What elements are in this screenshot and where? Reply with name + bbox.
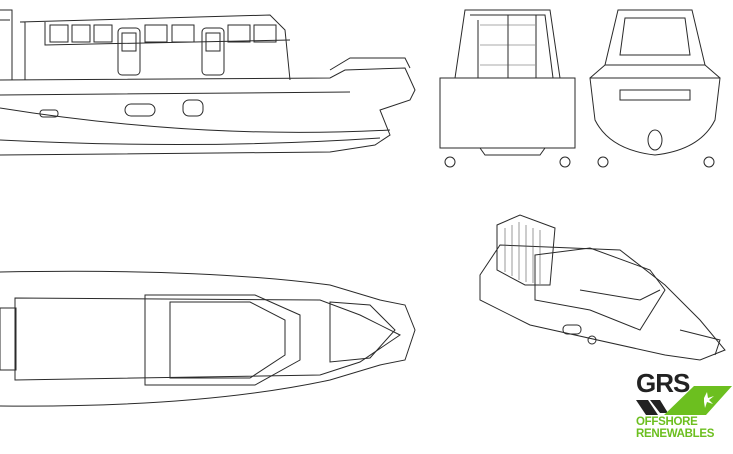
logo-line1: OFFSHORE — [636, 416, 698, 428]
isometric-view — [479, 214, 726, 361]
side-elevation — [0, 9, 416, 156]
rear-elevation — [589, 9, 721, 168]
logo-brand: GRS — [636, 368, 690, 398]
plan-view — [0, 270, 416, 407]
grs-offshore-renewables-logo: GRS OFFSHORE RENEWABLES — [634, 368, 732, 446]
logo-line2: RENEWABLES — [636, 428, 715, 440]
front-elevation — [439, 9, 576, 168]
logo-stripes-icon — [636, 386, 732, 415]
